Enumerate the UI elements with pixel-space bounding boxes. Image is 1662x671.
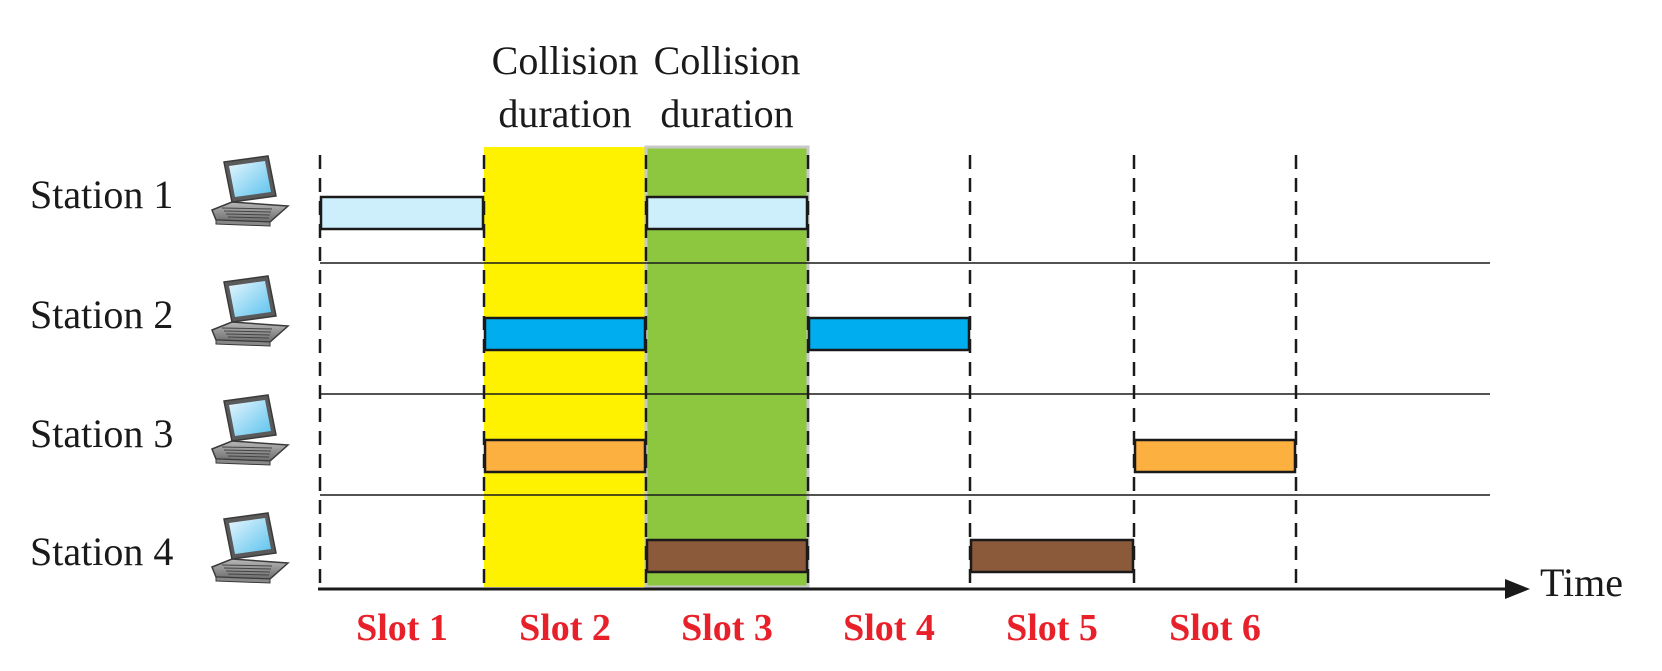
laptop-icon	[211, 275, 290, 347]
slot-label: Slot 1	[356, 607, 448, 649]
stations: Station 1 Station 2 Station 3 Station 4	[30, 155, 290, 584]
collision-label-line1: Collision	[654, 38, 801, 83]
slot-label: Slot 4	[843, 607, 935, 649]
time-label: Time	[1540, 560, 1623, 605]
collision-label-line2: duration	[498, 91, 631, 136]
frames	[319, 195, 1297, 574]
station-label: Station 4	[30, 529, 173, 574]
frame	[483, 438, 647, 474]
frame	[645, 538, 809, 574]
collision-zone	[484, 147, 646, 587]
frame	[483, 316, 647, 352]
slot-label: Slot 6	[1169, 607, 1261, 649]
frame	[1133, 438, 1297, 474]
collision-label-line1: Collision	[492, 38, 639, 83]
time-arrow-icon	[1505, 579, 1530, 599]
slot-label: Slot 2	[519, 607, 611, 649]
collision-labels: Collision duration Collision duration	[492, 38, 801, 136]
station-label: Station 2	[30, 292, 173, 337]
slot-label: Slot 3	[681, 607, 773, 649]
time-axis: Time	[318, 560, 1623, 605]
frame	[645, 195, 809, 231]
laptop-icon	[211, 394, 290, 466]
slot-label: Slot 5	[1006, 607, 1098, 649]
station-label: Station 3	[30, 411, 173, 456]
frame	[969, 538, 1135, 574]
laptop-icon	[211, 155, 290, 227]
slot-labels: Slot 1 Slot 2 Slot 3 Slot 4 Slot 5 Slot 6	[356, 607, 1261, 649]
collision-label-line2: duration	[660, 91, 793, 136]
frame	[807, 316, 971, 352]
frame	[319, 195, 485, 231]
laptop-icon	[211, 512, 290, 584]
station-label: Station 1	[30, 172, 173, 217]
